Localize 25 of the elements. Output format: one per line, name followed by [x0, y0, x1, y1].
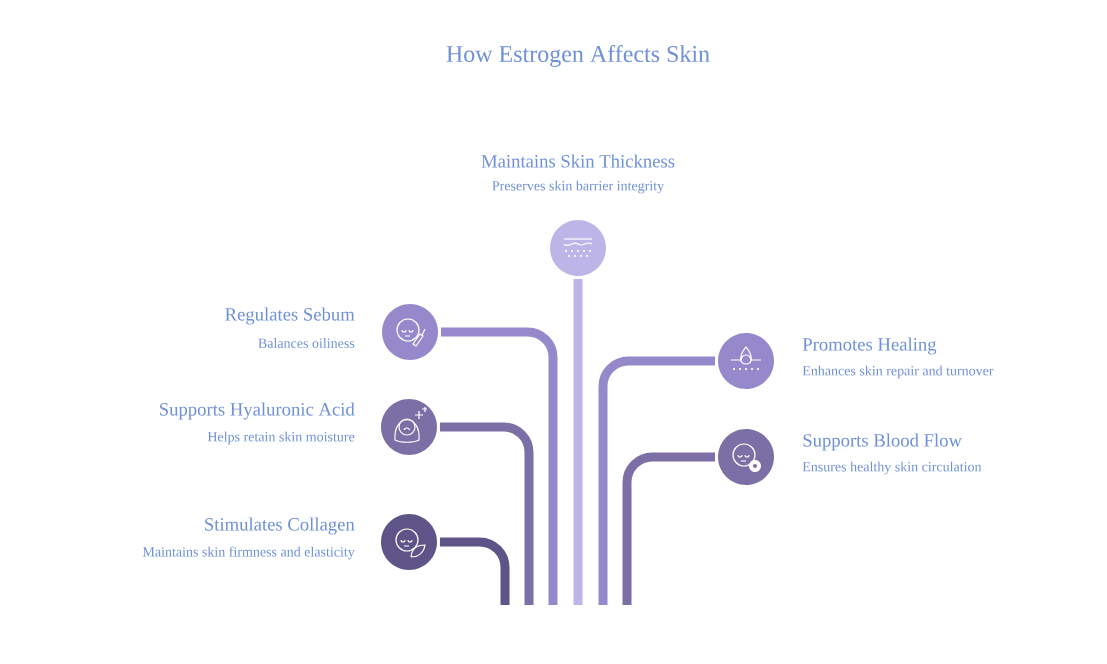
item-description: Helps retain skin moisture	[207, 431, 355, 445]
item-heading: Regulates Sebum	[225, 307, 355, 325]
item-heading: Supports Hyaluronic Acid	[160, 402, 355, 420]
icon-circle	[382, 304, 438, 360]
icon-circle	[381, 514, 437, 570]
connector-line	[439, 537, 510, 605]
icon-circle	[718, 333, 774, 389]
item-description: Enhances skin repair and turnover	[802, 365, 994, 379]
connector-line	[440, 327, 558, 605]
item-description: Maintains skin firmness and elasticity	[142, 546, 355, 560]
icon-circle	[718, 429, 774, 485]
title: How Estrogen Affects Skin	[446, 44, 710, 68]
connector-line	[622, 452, 716, 605]
connector-line	[573, 278, 583, 605]
item-heading: Maintains Skin Thickness	[481, 154, 675, 168]
item-heading: Stimulates Collagen	[205, 517, 355, 535]
icon-circle	[381, 399, 437, 455]
item-description: Balances oiliness	[258, 338, 355, 348]
item-heading: Supports Blood Flow	[803, 433, 962, 451]
item-description: Ensures healthy skin circulation	[802, 461, 982, 475]
connector-line	[598, 356, 716, 605]
icon-circle	[550, 220, 606, 276]
item-description: Preserves skin barrier integrity	[492, 180, 665, 194]
item-heading: Promotes Healing	[802, 337, 937, 355]
connector-line	[439, 422, 534, 605]
